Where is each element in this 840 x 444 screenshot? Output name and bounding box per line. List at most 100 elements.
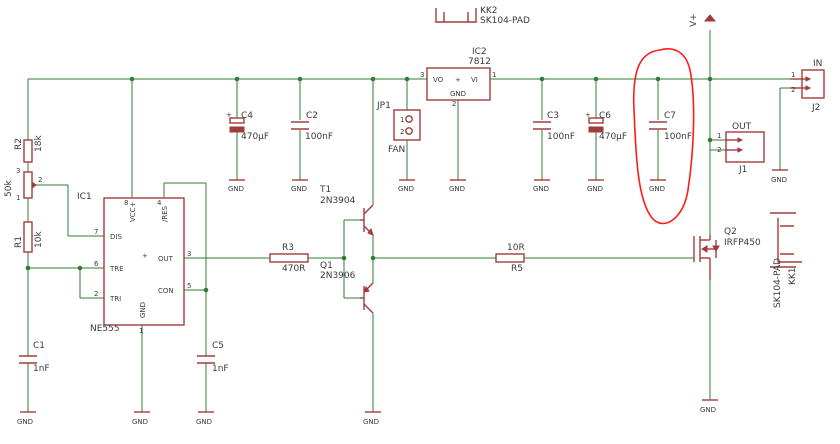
ic1-pin-out: OUT: [158, 255, 174, 263]
c6-plus: +: [585, 111, 591, 119]
jp1-pin2: 2: [400, 128, 404, 136]
connector-j2: IN J2 1 2: [790, 59, 825, 113]
ic1-ref: IC1: [77, 192, 92, 202]
vplus-label: V+: [689, 13, 699, 27]
c5-ref: C5: [212, 341, 224, 351]
c1-ref: C1: [33, 341, 45, 351]
c4-plus: +: [226, 111, 232, 119]
r1-ref: R1: [14, 236, 24, 248]
jp1-ref: JP1: [376, 101, 391, 111]
ic1-pin-dis: DIS: [110, 233, 122, 241]
ic1-pin4: 4: [157, 199, 162, 207]
ic2-pin-gnd: GND: [450, 90, 466, 98]
ic1-pin1: 1: [139, 327, 143, 335]
ic2-pin2-num: 2: [452, 100, 456, 108]
c3-ref: C3: [547, 111, 559, 121]
mosfet-q2: Q2 IRFP450: [693, 227, 761, 280]
pot-pin3: 3: [16, 167, 20, 175]
c7-highlight-circle: [632, 48, 695, 225]
regulator-ic2: IC2 7812 VO + VI GND 3 1 2: [418, 47, 499, 108]
heatsink-kk2: KK2 SK104-PAD: [435, 6, 530, 26]
resistor-r5: 10R R5: [495, 243, 525, 274]
r3-value: 470R: [282, 264, 305, 274]
q1-ref: Q1: [320, 261, 333, 271]
jp1-label: FAN: [388, 145, 405, 155]
svg-text:GND: GND: [587, 185, 603, 193]
c2-ref: C2: [306, 111, 318, 121]
gnd-c5: GND: [196, 411, 214, 426]
c1-value: 1nF: [33, 364, 50, 374]
gnd-c3: GND: [533, 179, 550, 193]
j2-label: IN: [813, 59, 822, 69]
ic1-pin5: 5: [187, 282, 191, 290]
j1-label: OUT: [732, 122, 752, 132]
t1-value: 2N3904: [320, 196, 356, 206]
svg-text:GND: GND: [132, 418, 148, 426]
ic2-value: 7812: [468, 57, 491, 67]
gnd-ic1: GND: [132, 411, 150, 426]
transistor-q1: Q1 2N3906: [320, 261, 374, 314]
kk2-ref: KK2: [480, 6, 498, 16]
c4-ref: C4: [241, 111, 253, 121]
svg-text:GND: GND: [17, 418, 33, 426]
ic2-pin3-num: 3: [420, 71, 424, 79]
gnd-fan: GND: [398, 179, 415, 193]
gnd-c1: GND: [17, 411, 36, 426]
heatsink-kk1: SK104-PAD KK1: [770, 212, 802, 308]
fan-jp1: JP1 FAN 1 2: [376, 101, 421, 155]
resistor-r2: R2 18k: [14, 135, 44, 163]
capacitor-c1: C1 1nF: [19, 341, 50, 374]
svg-text:GND: GND: [449, 185, 465, 193]
ic1-pin7: 7: [94, 228, 98, 236]
j2-pin1: 1: [791, 71, 795, 79]
r2-value: 18k: [34, 135, 44, 152]
q1-value: 2N3906: [320, 271, 356, 281]
svg-text:GND: GND: [771, 176, 787, 184]
ic1-pin-tri: TRI: [109, 295, 121, 303]
r1-value: 10k: [34, 231, 44, 248]
q2-value: IRFP450: [724, 238, 761, 248]
ic1-pin-gnd: GND: [139, 302, 147, 318]
ic2-ref: IC2: [472, 47, 487, 57]
svg-text:GND: GND: [228, 185, 244, 193]
ic1-pin2: 2: [94, 290, 98, 298]
pot-value: 50k: [4, 180, 14, 197]
r5-value: 10R: [507, 243, 525, 253]
svg-text:GND: GND: [700, 406, 716, 414]
pot-pin1: 1: [16, 194, 20, 202]
ic2-pin-vi: VI: [471, 76, 478, 84]
resistor-r1: R1 10k: [14, 221, 44, 253]
ic2-pin1-num: 1: [492, 71, 496, 79]
capacitor-c7: C7 100nF: [649, 111, 692, 142]
c5-value: 1nF: [212, 364, 229, 374]
wires: [27, 30, 790, 412]
jp1-pin1: 1: [400, 116, 404, 124]
j1-pin2: 2: [717, 146, 721, 154]
gnd-ic2: GND: [449, 179, 466, 193]
connector-j1: OUT J1 1 2: [717, 122, 765, 175]
gnd-c4: GND: [228, 179, 245, 193]
potentiometer: 3 2 1 50k: [4, 167, 42, 202]
ic1-pin-res: /RES: [161, 205, 169, 222]
ic1-pin-vcc: VCC+: [129, 201, 137, 222]
ic2-plus: +: [455, 76, 461, 84]
ic1-pin8: 8: [124, 199, 128, 207]
pot-pin2: 2: [38, 176, 42, 184]
junction-dots: [25, 76, 713, 293]
capacitor-c2: C2 100nF: [291, 111, 333, 142]
c7-value: 100nF: [664, 132, 692, 142]
capacitor-c4: + C4 470µF: [226, 111, 269, 142]
ic1-pin3: 3: [187, 250, 191, 258]
t1-ref: T1: [319, 185, 331, 195]
svg-text:GND: GND: [363, 418, 379, 426]
gnd-j2: GND: [771, 169, 788, 184]
gnd-transistors: GND: [363, 411, 381, 426]
gnd-c2: GND: [291, 179, 308, 193]
ic1-value: NE555: [90, 324, 120, 334]
gnd-q2: GND: [700, 399, 718, 414]
transistor-t1: T1 2N3904: [319, 185, 374, 236]
ic1-pin-con: CON: [158, 287, 174, 295]
q2-ref: Q2: [724, 227, 737, 237]
ic1-plus: +: [142, 252, 148, 260]
